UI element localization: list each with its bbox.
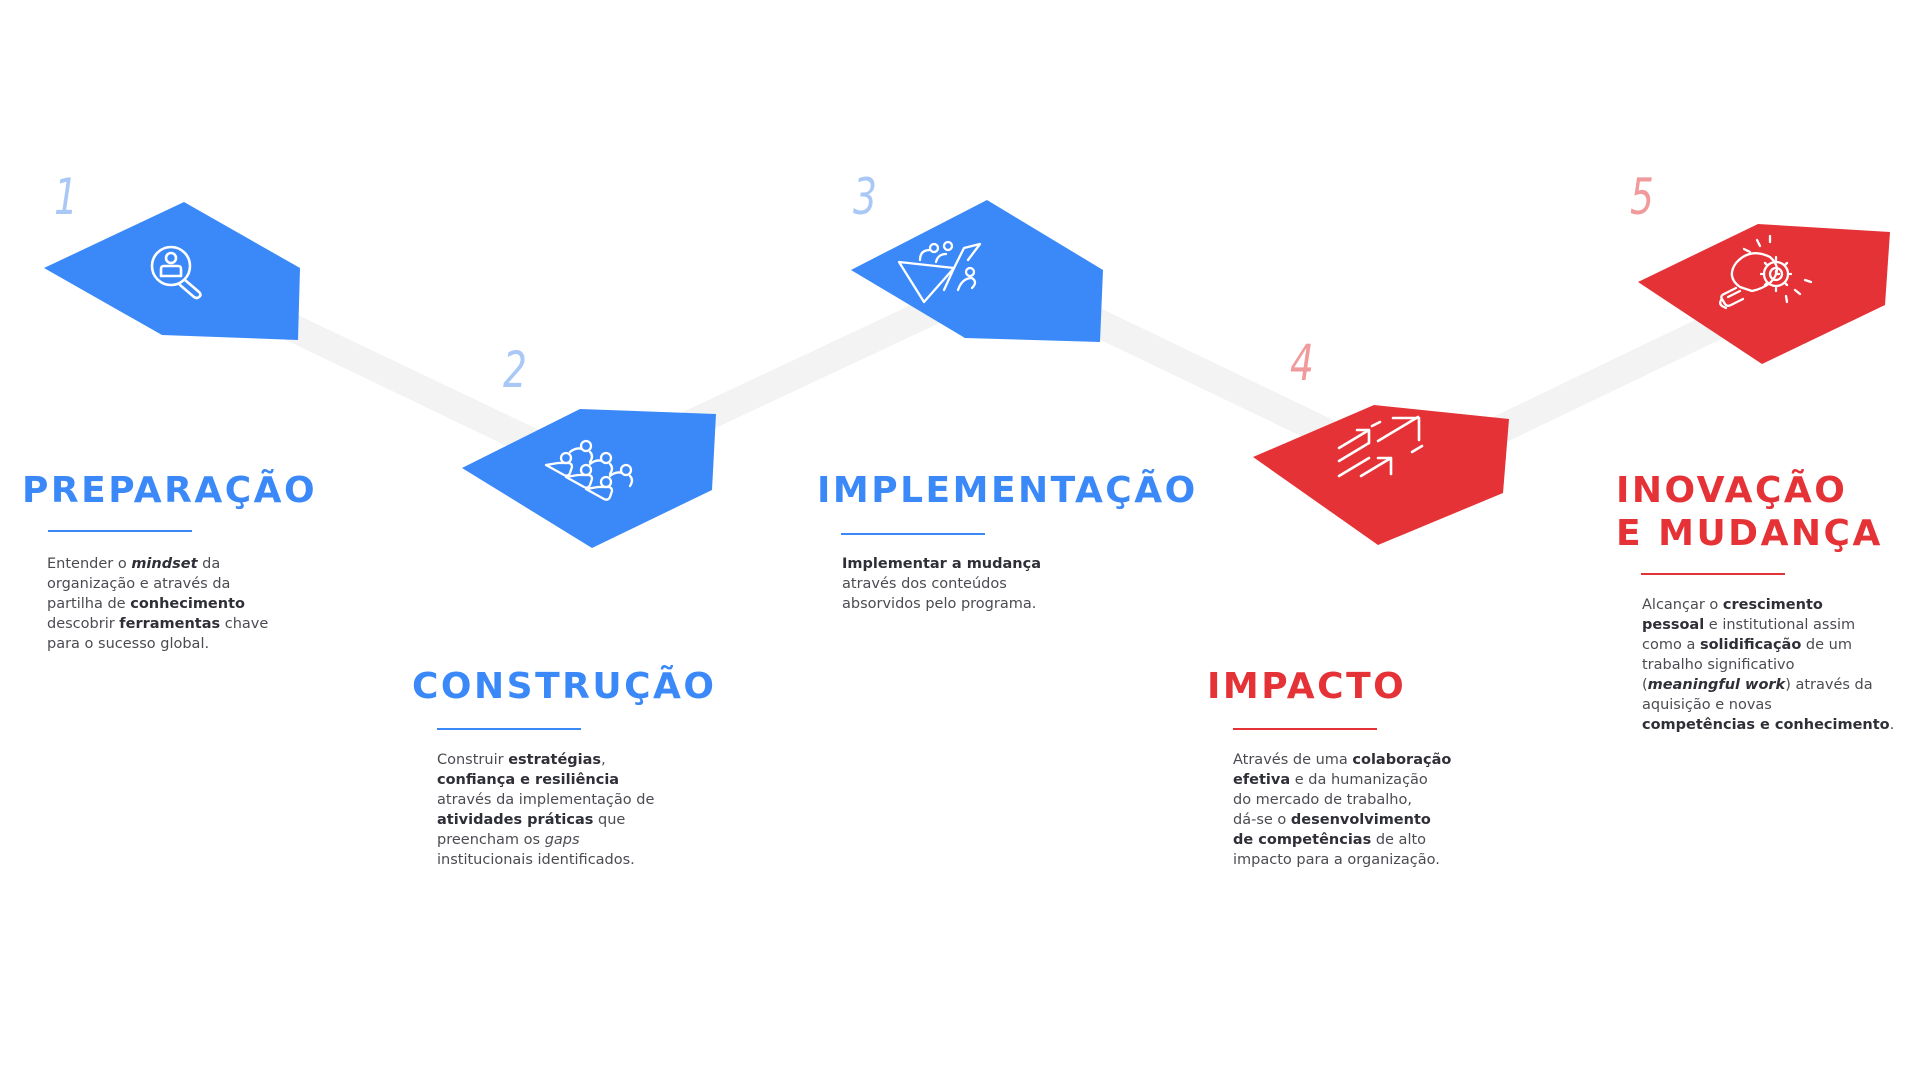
connector-4-5	[1470, 296, 1765, 450]
step-5-title-line-1: INOVAÇÃO	[1616, 470, 1848, 511]
step-5-underline	[1641, 573, 1785, 575]
connector-2-3	[670, 282, 980, 440]
step-2-title: CONSTRUÇÃO	[412, 666, 717, 707]
step-5-title-line-2: E MUDANÇA	[1616, 513, 1883, 554]
lightbulb-gear-icon	[1719, 234, 1813, 310]
step-2-underline	[437, 728, 581, 730]
step-5-number: 5	[1630, 168, 1654, 226]
step-2-description: Construir estratégias,confiança e resili…	[437, 752, 655, 868]
connector-1-2	[240, 296, 560, 462]
step-1-title: PREPARAÇÃO	[22, 470, 318, 511]
step-3-shape	[851, 200, 1103, 342]
step-2-shape	[462, 409, 716, 548]
step-4-underline	[1233, 728, 1377, 730]
step-2-number: 2	[503, 341, 527, 399]
step-1-shape	[44, 202, 300, 340]
step-3-number: 3	[853, 168, 877, 226]
step-4-shape	[1253, 405, 1509, 545]
magnifier-person-icon	[150, 245, 202, 300]
step-3-underline	[841, 533, 985, 535]
step-5-shape	[1638, 224, 1890, 364]
step-3-title: IMPLEMENTAÇÃO	[817, 470, 1198, 511]
step-1-underline	[48, 530, 192, 532]
step-4-number: 4	[1290, 334, 1314, 392]
team-group-icon	[544, 439, 634, 501]
step-4-title: IMPACTO	[1207, 666, 1407, 707]
team-climbing-flag-icon	[897, 240, 982, 304]
connector-bands	[240, 282, 1765, 474]
step-5-title: INOVAÇÃO E MUDANÇA	[1616, 469, 1883, 555]
step-1-number: 1	[54, 168, 78, 226]
arrows-growth-icon	[1337, 415, 1424, 478]
